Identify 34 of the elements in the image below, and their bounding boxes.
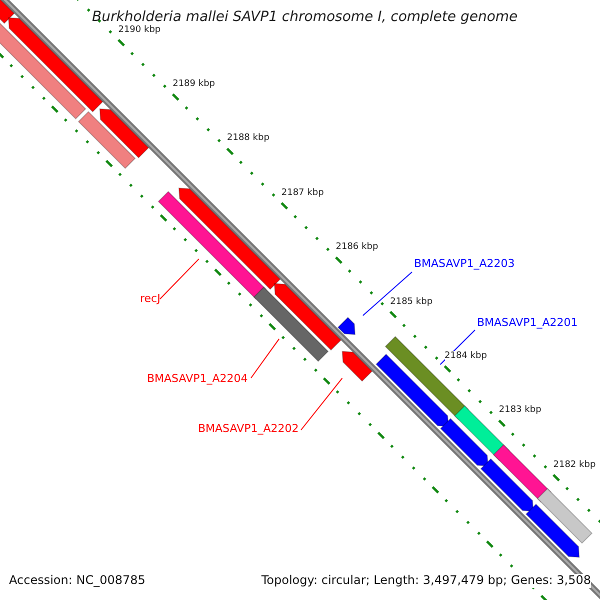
- gene-bar: [253, 286, 329, 362]
- scale-label: 2186 kbp: [336, 242, 378, 253]
- leader-line: [250, 338, 280, 378]
- gene-bar: [536, 488, 593, 544]
- gene-feature: [525, 504, 580, 558]
- gene-label: BMASAVP1_A2204: [147, 373, 248, 386]
- gene-feature: [440, 418, 489, 467]
- gene-label: BMASAVP1_A2202: [198, 423, 299, 436]
- gene-label: BMASAVP1_A2203: [414, 258, 515, 271]
- leader-line: [300, 378, 343, 430]
- leader-line: [160, 258, 200, 300]
- gene-feature: [337, 316, 356, 336]
- gene-feature: [342, 350, 373, 382]
- gene-feature: [178, 188, 281, 290]
- scale-label: 2187 kbp: [281, 188, 324, 198]
- title: Burkholderia mallei SAVP1 chromosome I, complete genome: [92, 9, 518, 25]
- genome-stats-text: Topology: circular; Length: 3,497,479 bp; Genes: 3,508: [261, 574, 591, 588]
- gene-feature: [480, 458, 534, 512]
- scale-label: 2183 kbp: [498, 405, 542, 416]
- scale-label: 2188 kbp: [227, 133, 270, 144]
- scale-label: 2189 kbp: [172, 79, 216, 90]
- gene-bar: [78, 111, 136, 169]
- scale-label: 2185 kbp: [390, 296, 433, 307]
- scale-label: 2190 kbp: [118, 24, 161, 36]
- gene-feature: [99, 108, 150, 158]
- gene-feature: [0, 0, 15, 24]
- accession-text: Accession: NC_008785: [9, 574, 146, 588]
- scale-label: 2184 kbp: [444, 350, 487, 362]
- gene-bar: [0, 20, 86, 120]
- gene-label: recJ: [140, 293, 160, 306]
- gene-label: BMASAVP1_A2201: [477, 317, 578, 330]
- leader-line: [362, 272, 412, 316]
- scale-label: 2182 kbp: [553, 460, 596, 470]
- gene-feature: [274, 282, 342, 351]
